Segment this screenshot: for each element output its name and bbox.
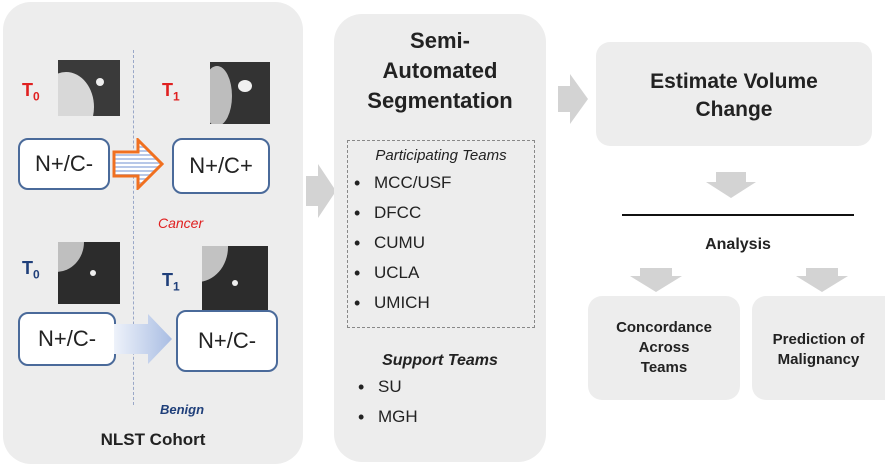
cancer-before-status-box: N+/C- — [18, 138, 110, 190]
segmentation-title-line1: Semi- — [410, 28, 470, 53]
concordance-line2: Across — [638, 339, 690, 356]
cohort-divider — [133, 50, 134, 405]
team-item: DFCC — [348, 198, 534, 228]
prediction-label: Prediction of Malignancy — [752, 330, 885, 370]
support-teams-heading: Support Teams — [382, 352, 498, 369]
ct-image-cancer-t1 — [210, 62, 270, 124]
cancer-progression-arrow — [112, 138, 164, 190]
cancer-before-status: N+/C- — [34, 151, 94, 176]
analysis-label: Analysis — [705, 236, 771, 253]
cancer-after-status: N+/C+ — [189, 153, 253, 178]
benign-before-status-box: N+/C- — [18, 312, 116, 366]
flow-arrow-estimate-to-analysis — [706, 172, 756, 198]
segmentation-title: Semi- Automated Segmentation — [334, 26, 546, 116]
concordance-line3: Teams — [640, 359, 688, 376]
team-item: CUMU — [348, 228, 534, 258]
benign-t1-label: T1 — [162, 270, 180, 294]
prediction-box — [752, 296, 885, 400]
segmentation-title-line3: Segmentation — [367, 88, 513, 113]
benign-t0-label: T0 — [22, 258, 40, 282]
ct-image-benign-t1 — [202, 246, 268, 310]
benign-after-status-box: N+/C- — [176, 310, 278, 372]
team-item: UCLA — [348, 258, 534, 288]
cancer-caption: Cancer — [158, 215, 204, 231]
cancer-t0-label: T0 — [22, 80, 40, 104]
benign-after-status: N+/C- — [197, 328, 257, 353]
analysis-divider-line — [622, 214, 854, 216]
participating-teams-heading: Participating Teams — [375, 147, 507, 164]
team-item: MGH — [352, 402, 418, 432]
team-item: MCC/USF — [348, 168, 534, 198]
cancer-after-status-box: N+/C+ — [172, 138, 270, 194]
concordance-line1: Concordance — [616, 319, 712, 336]
concordance-box — [588, 296, 740, 400]
estimate-volume-box — [596, 42, 872, 146]
support-teams-list: SU MGH — [352, 372, 418, 432]
benign-caption: Benign — [160, 402, 205, 417]
segmentation-title-line2: Automated — [382, 58, 498, 83]
estimate-line1: Estimate Volume — [650, 70, 818, 93]
flow-arrow-analysis-to-concordance — [630, 268, 682, 292]
participating-teams-list: MCC/USF DFCC CUMU UCLA UMICH — [348, 168, 534, 318]
flow-arrow-segmentation-to-estimate — [558, 74, 588, 124]
estimate-volume-label: Estimate Volume Change — [596, 68, 872, 124]
concordance-label: Concordance Across Teams — [588, 318, 740, 378]
participating-teams-box: Participating Teams MCC/USF DFCC CUMU UC… — [347, 140, 535, 328]
cohort-title: NLST Cohort — [100, 430, 206, 449]
team-item: UMICH — [348, 288, 534, 318]
benign-before-status: N+/C- — [37, 326, 97, 351]
cancer-t1-label: T1 — [162, 80, 180, 104]
estimate-line2: Change — [695, 98, 773, 121]
ct-image-cancer-t0 — [58, 60, 120, 116]
team-item: SU — [352, 372, 418, 402]
benign-progression-arrow — [114, 314, 172, 364]
flow-arrow-analysis-to-prediction — [796, 268, 848, 292]
prediction-line2: Malignancy — [777, 351, 860, 368]
prediction-line1: Prediction of — [772, 331, 865, 348]
ct-image-benign-t0 — [58, 242, 120, 304]
flow-arrow-cohort-to-segmentation — [306, 164, 336, 218]
